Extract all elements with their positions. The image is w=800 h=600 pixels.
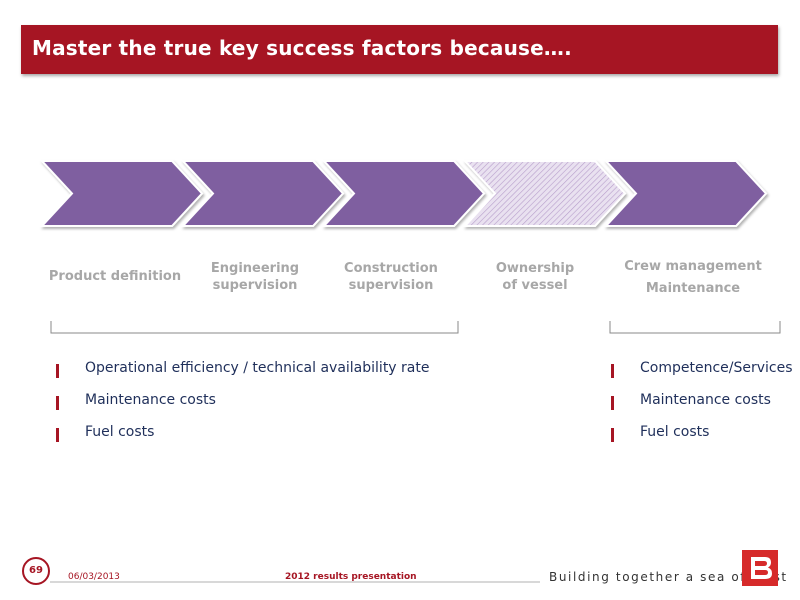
page-number-badge: 69 bbox=[22, 557, 50, 585]
footer-presentation-title: 2012 results presentation bbox=[285, 572, 417, 582]
bullet-marker bbox=[611, 396, 614, 410]
company-tagline: Building together a sea of trust bbox=[549, 570, 788, 584]
bullet-text: Fuel costs bbox=[85, 424, 155, 440]
bullet-marker bbox=[611, 428, 614, 442]
stage-label-line: Maintenance bbox=[645, 281, 741, 296]
process-chevron bbox=[462, 160, 627, 227]
bullet-text: Maintenance costs bbox=[85, 392, 216, 408]
process-chevron bbox=[39, 160, 204, 227]
stage-label-construction-supervision: Construction supervision bbox=[326, 260, 456, 294]
stage-label-line: of vessel bbox=[502, 278, 568, 293]
stage-label-line: supervision bbox=[212, 278, 298, 293]
stage-label-ownership-of-vessel: Ownership of vessel bbox=[470, 260, 600, 294]
process-chevron bbox=[603, 160, 768, 227]
process-chevron bbox=[321, 160, 486, 227]
stage-label-engineering-supervision: Engineering supervision bbox=[190, 260, 320, 294]
bullet-marker bbox=[56, 364, 59, 378]
stage-label-line: Crew management bbox=[624, 259, 762, 274]
company-logo bbox=[742, 550, 778, 586]
logo-b-mark bbox=[751, 557, 772, 579]
stage-label-line: Construction bbox=[344, 261, 438, 276]
right-group-bracket bbox=[609, 321, 781, 334]
stage-label-line: Engineering bbox=[210, 261, 300, 276]
left-group-bracket bbox=[50, 321, 459, 334]
bullet-marker bbox=[611, 364, 614, 378]
bullet-text: Competence/Services bbox=[640, 360, 793, 376]
stage-label-line: Ownership bbox=[495, 261, 575, 276]
bullet-text: Fuel costs bbox=[640, 424, 710, 440]
stage-label-product-definition: Product definition bbox=[44, 268, 186, 285]
bullet-text: Maintenance costs bbox=[640, 392, 771, 408]
title-bar: Master the true key success factors beca… bbox=[21, 25, 778, 74]
process-chevron bbox=[180, 160, 345, 227]
bullet-marker bbox=[56, 428, 59, 442]
stage-label-line: Product definition bbox=[48, 269, 182, 284]
slide-title: Master the true key success factors beca… bbox=[32, 36, 572, 60]
stage-label-crew-management-maintenance: Crew management Maintenance bbox=[614, 256, 772, 300]
stage-label-line: supervision bbox=[348, 278, 434, 293]
footer-date: 06/03/2013 bbox=[68, 572, 120, 582]
bullet-text: Operational efficiency / technical avail… bbox=[85, 360, 430, 376]
bullet-marker bbox=[56, 396, 59, 410]
